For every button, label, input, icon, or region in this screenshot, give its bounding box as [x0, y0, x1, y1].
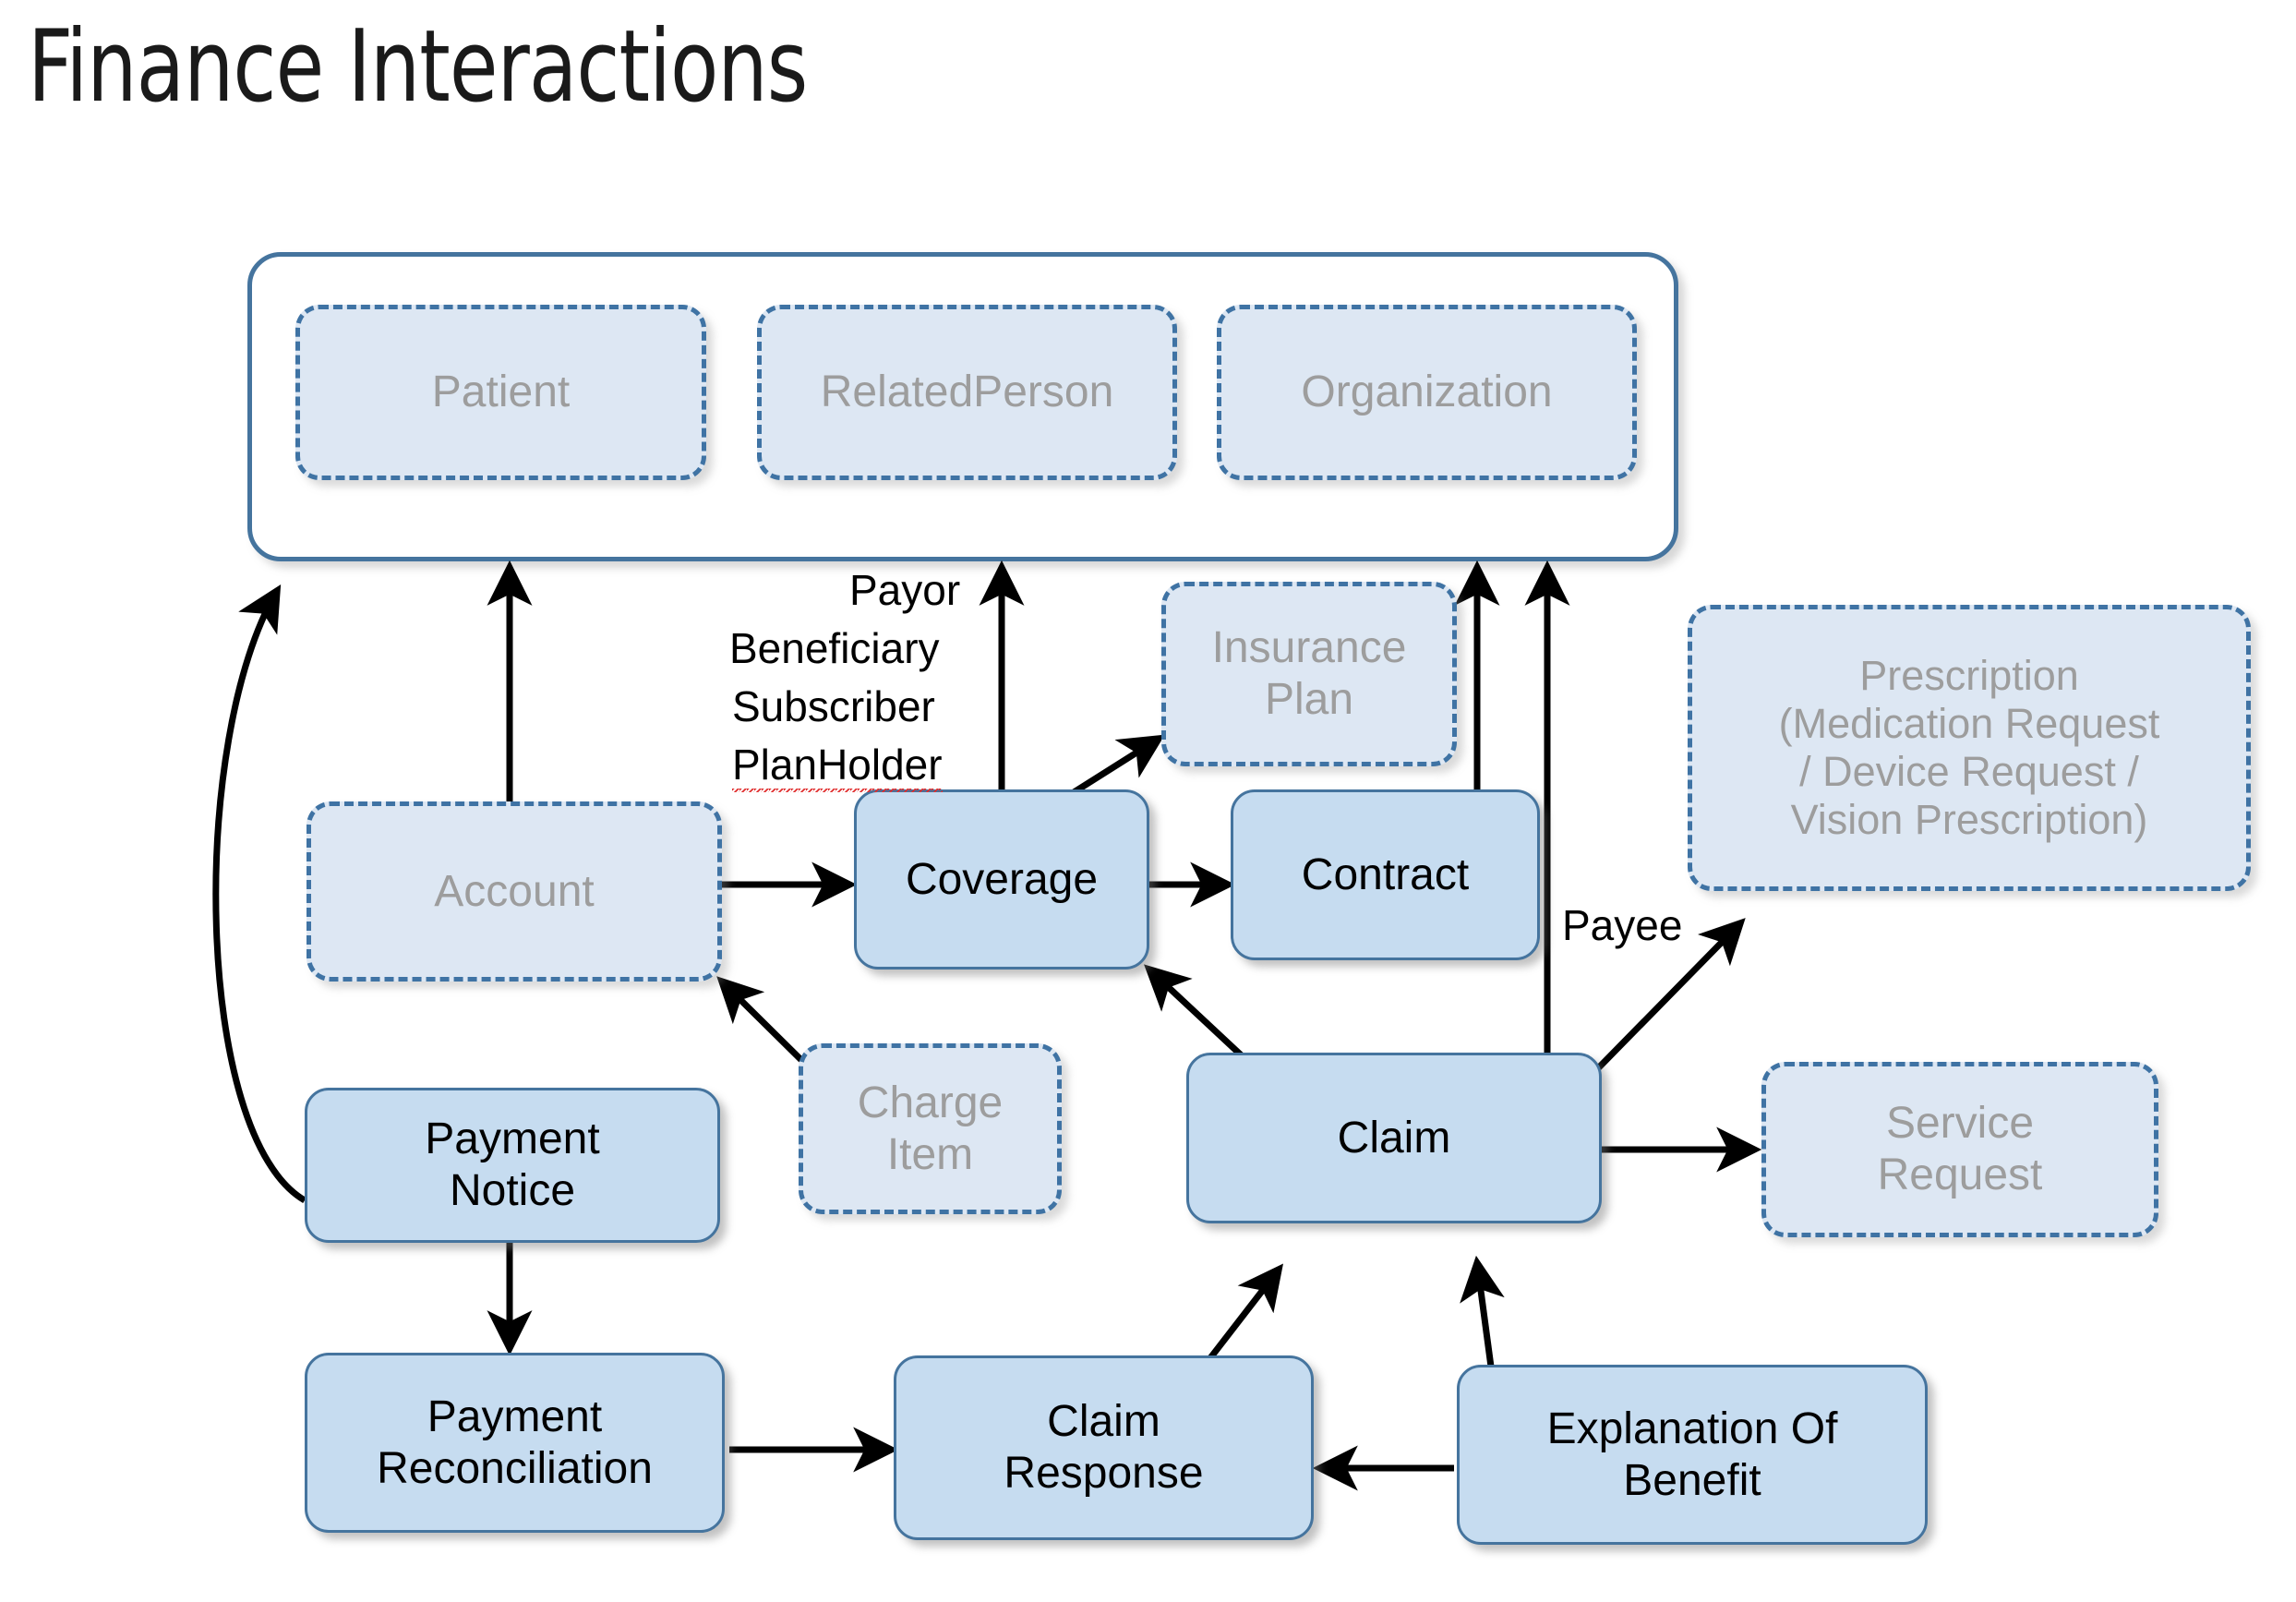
node-contract[interactable]: Contract	[1231, 789, 1540, 960]
node-service-request[interactable]: Service Request	[1761, 1062, 2158, 1237]
edge-label-subscriber: Subscriber	[732, 682, 935, 730]
node-coverage-label: Coverage	[905, 854, 1099, 904]
node-prescription-label: Prescription (Medication Request / Devic…	[1778, 651, 2160, 844]
node-payment-reconciliation[interactable]: Payment Reconciliation	[305, 1353, 725, 1533]
node-patient[interactable]: Patient	[295, 305, 706, 480]
node-organization[interactable]: Organization	[1217, 305, 1637, 480]
node-coverage[interactable]: Coverage	[854, 789, 1149, 970]
node-payment-notice[interactable]: Payment Notice	[305, 1088, 720, 1243]
edge-paymentnotice-to-actorgroup	[212, 584, 307, 1204]
edge-coverage-to-insuranceplan	[1069, 734, 1165, 797]
edge-label-payee: Payee	[1562, 901, 1683, 949]
edge-eob-to-claim	[1460, 1255, 1505, 1367]
node-payment-notice-label: Payment Notice	[425, 1114, 600, 1215]
node-explanation-of-benefit-label: Explanation Of Benefit	[1546, 1403, 1838, 1505]
node-claim-response-label: Claim Response	[1004, 1397, 1204, 1498]
page-title: Finance Interactions	[28, 9, 808, 125]
node-explanation-of-benefit[interactable]: Explanation Of Benefit	[1457, 1365, 1928, 1545]
node-relatedperson-label: RelatedPerson	[820, 367, 1114, 417]
node-relatedperson[interactable]: RelatedPerson	[757, 305, 1177, 480]
node-claim[interactable]: Claim	[1186, 1053, 1602, 1223]
node-account-label: Account	[434, 866, 595, 916]
node-patient-label: Patient	[431, 367, 571, 417]
node-service-request-label: Service Request	[1877, 1099, 2043, 1199]
node-claim-response[interactable]: Claim Response	[894, 1355, 1314, 1540]
node-charge-item-label: Charge Item	[857, 1078, 1004, 1179]
edge-label-planholder: PlanHolder	[732, 740, 943, 792]
node-prescription[interactable]: Prescription (Medication Request / Devic…	[1688, 605, 2251, 891]
node-organization-label: Organization	[1301, 367, 1553, 417]
node-insurance-plan-label: Insurance Plan	[1211, 623, 1407, 724]
node-insurance-plan[interactable]: Insurance Plan	[1161, 582, 1457, 766]
node-contract-label: Contract	[1301, 849, 1470, 899]
node-account[interactable]: Account	[307, 801, 722, 982]
edge-label-payor: Payor	[849, 566, 961, 614]
node-payment-reconciliation-label: Payment Reconciliation	[377, 1391, 653, 1493]
edge-claim-to-coverage	[1144, 964, 1249, 1063]
node-charge-item[interactable]: Charge Item	[799, 1043, 1062, 1214]
node-claim-label: Claim	[1337, 1113, 1451, 1162]
edge-chargeitem-to-account	[716, 976, 804, 1063]
edge-label-beneficiary: Beneficiary	[729, 624, 940, 672]
